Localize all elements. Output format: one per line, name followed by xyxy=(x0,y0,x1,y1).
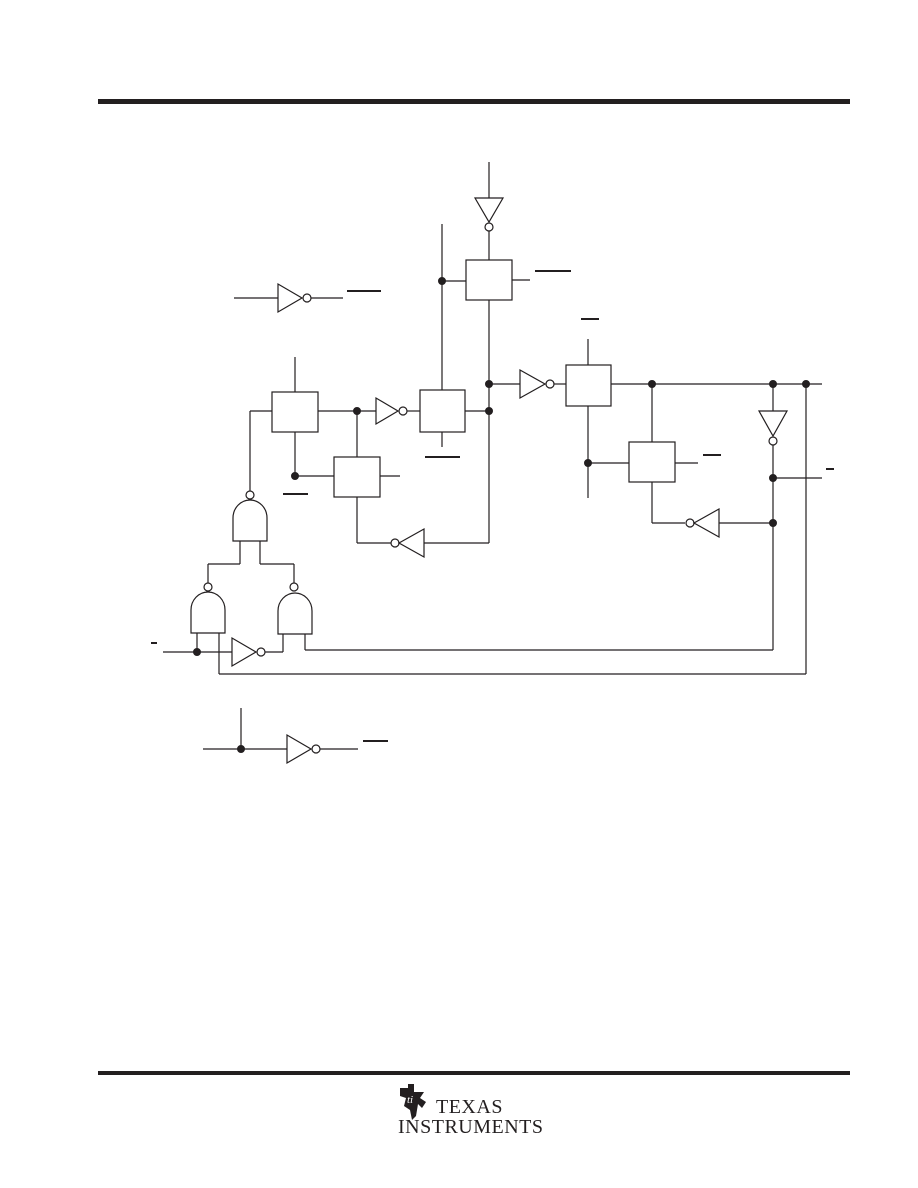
latch-block-right-top xyxy=(565,364,612,407)
svg-text:ti: ti xyxy=(407,1094,413,1106)
inverter-feedback-left xyxy=(397,527,425,559)
inverter-feedback-right xyxy=(692,507,720,539)
latch-block-right-bottom xyxy=(628,441,676,483)
nand-gate-top xyxy=(232,499,268,542)
ti-chip-icon: ti xyxy=(400,1084,426,1120)
nand-gate-left xyxy=(190,591,226,634)
header-rule xyxy=(98,99,850,104)
inverter-vertical-right xyxy=(757,410,789,438)
latch-block-lower xyxy=(333,456,381,498)
logo-text-texas: TEXAS xyxy=(436,1096,503,1118)
inverter-right-chain xyxy=(519,368,547,400)
footer-rule xyxy=(98,1071,850,1075)
standalone-inverter-2 xyxy=(203,708,388,765)
nand-gate-right xyxy=(277,592,313,635)
logo-text-instruments: INSTRUMENTS xyxy=(398,1116,544,1138)
inverter-lower-left xyxy=(231,636,258,668)
latch-block-center xyxy=(419,389,466,433)
latch-block-left xyxy=(271,391,319,433)
latch-block-top xyxy=(465,259,513,301)
standalone-inverter-1 xyxy=(234,282,381,314)
top-input-inverter xyxy=(473,162,505,260)
ti-logo: ti TEXAS INSTRUMENTS xyxy=(394,1082,554,1142)
inverter-mid xyxy=(375,396,400,426)
